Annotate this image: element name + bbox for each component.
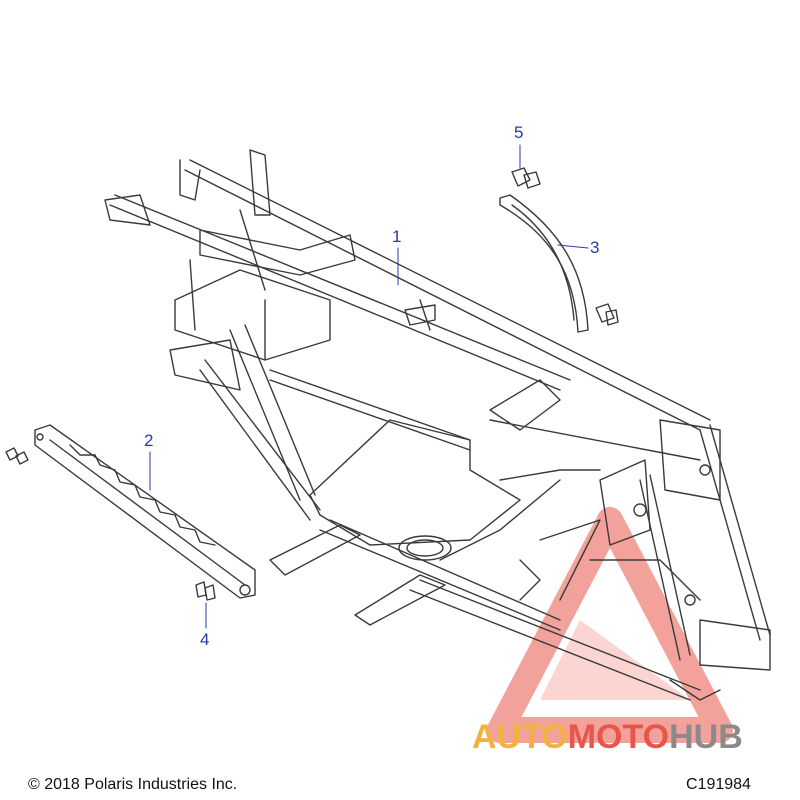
- leader-lines: [149, 144, 589, 629]
- callout-5: 5: [514, 123, 524, 142]
- bolts: [5, 447, 216, 601]
- callout-2: 2: [144, 431, 154, 450]
- callout-4: 4: [200, 630, 210, 649]
- copyright-text: © 2018 Polaris Industries Inc.: [28, 776, 238, 793]
- callout-1: 1: [392, 227, 402, 246]
- watermark-part-auto: AUTO: [472, 718, 568, 756]
- watermark-text: AUTOMOTOHUB: [472, 718, 743, 757]
- side-rail-bracket: [34, 424, 256, 599]
- strap: [499, 194, 589, 333]
- clips: [511, 167, 619, 326]
- watermark-part-hub: HUB: [669, 718, 743, 756]
- watermark-triangle: [487, 507, 733, 743]
- watermark-part-moto: MOTO: [567, 718, 670, 756]
- drawing-code: C191984: [686, 776, 751, 793]
- main-frame: [104, 149, 771, 701]
- callout-3: 3: [590, 238, 600, 257]
